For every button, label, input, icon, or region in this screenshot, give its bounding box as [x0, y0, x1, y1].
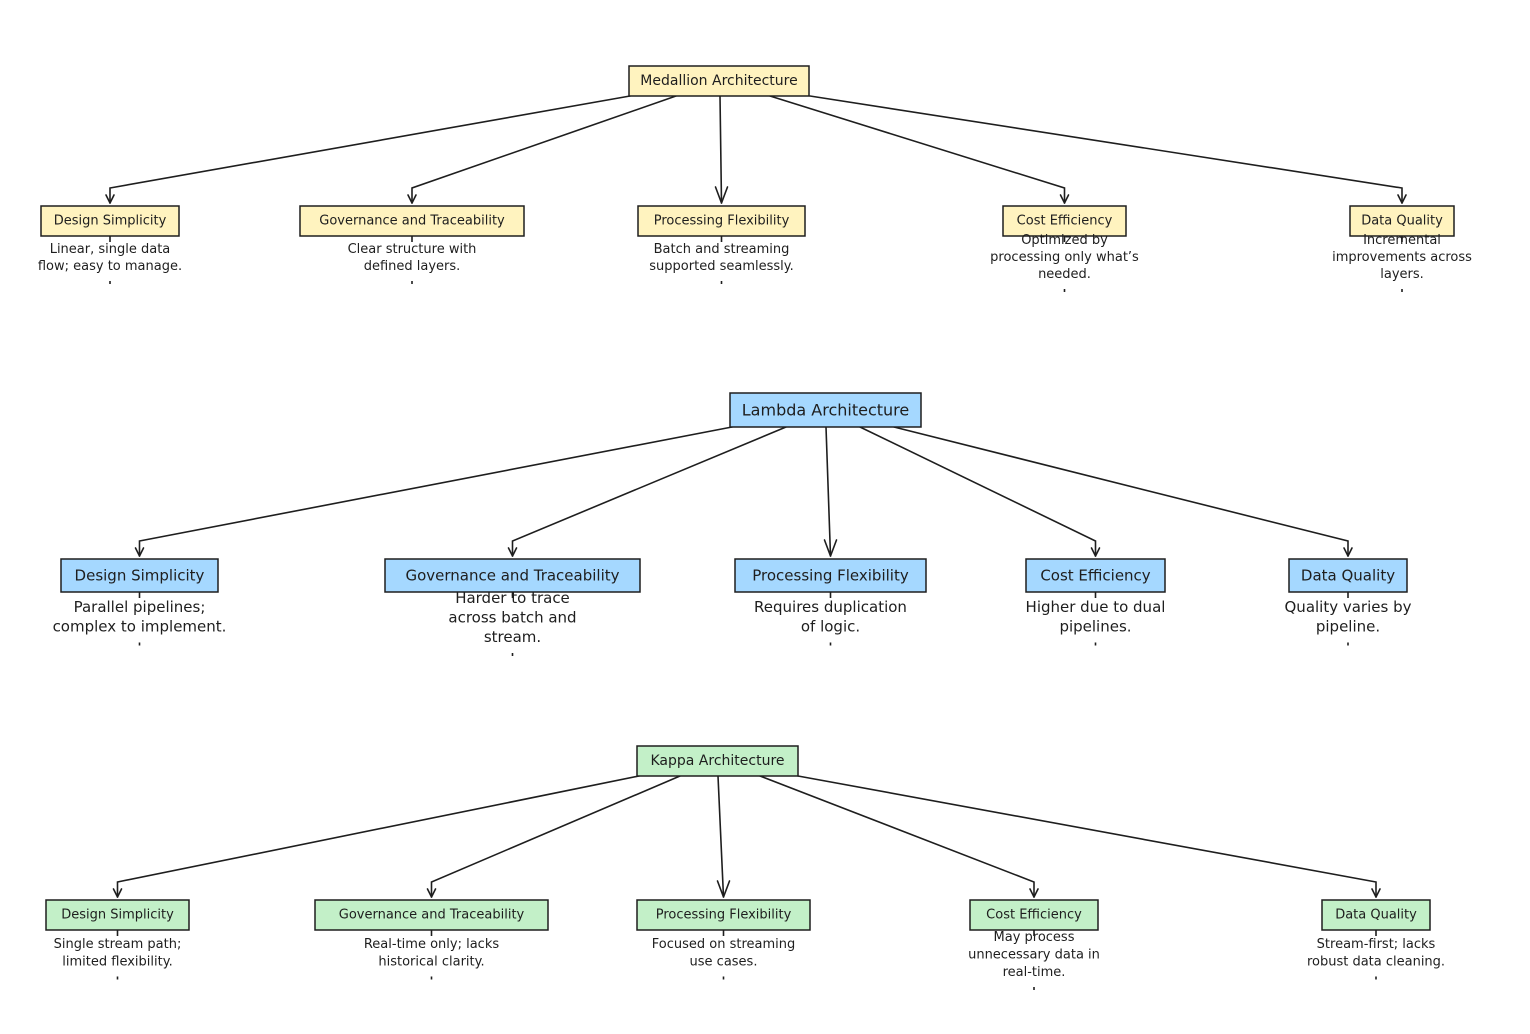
connector-arrow	[430, 775, 681, 898]
arrowhead	[1059, 194, 1070, 204]
arrowhead	[105, 194, 115, 204]
arrowhead	[1371, 888, 1381, 898]
medallion-architecture-title: Medallion Architecture	[640, 73, 797, 89]
kappa-architecture-processing-flexibility-node	[636, 899, 811, 931]
kappa-architecture-data-quality-node	[1321, 899, 1431, 931]
arrowhead	[112, 888, 123, 898]
medallion-architecture-processing-flexibility-node	[637, 205, 806, 237]
arrowhead	[1397, 194, 1407, 204]
lambda-architecture-title: Lambda Architecture	[742, 401, 909, 420]
lambda-architecture-cost-efficiency-label: Cost Efficiency	[1040, 567, 1150, 585]
connector-arrow	[717, 775, 725, 898]
medallion-architecture-design-simplicity-node	[40, 205, 180, 237]
kappa-architecture-governance-and-traceability-label: Governance and Traceability	[339, 908, 525, 923]
kappa-architecture-design-simplicity-label: Design Simplicity	[61, 908, 174, 923]
kappa-architecture-cost-efficiency-node	[969, 899, 1099, 931]
arrowhead	[716, 880, 731, 898]
medallion-architecture-processing-flexibility-label: Processing Flexibility	[654, 214, 790, 229]
connector-arrow	[109, 95, 631, 204]
connector-arrow	[411, 95, 677, 204]
arrowhead	[1029, 888, 1039, 898]
lambda-architecture-governance-and-traceability-label: Governance and Traceability	[405, 567, 619, 585]
lambda-architecture-design-simplicity-description: Parallel pipelines;complex to implement.	[53, 598, 227, 636]
kappa-architecture-cost-efficiency-label: Cost Efficiency	[986, 908, 1082, 923]
arrowhead	[823, 539, 838, 557]
connector-arrow	[859, 426, 1097, 557]
kappa-architecture-design-simplicity-description: Single stream path;limited flexibility.	[54, 937, 182, 970]
medallion-architecture-governance-and-traceability-node	[299, 205, 525, 237]
connector-arrow	[759, 775, 1035, 898]
connector-arrow	[138, 426, 733, 557]
arrowhead	[714, 186, 729, 204]
connector-arrow	[116, 775, 640, 898]
lambda-architecture-governance-and-traceability-node	[384, 558, 641, 593]
medallion-architecture-governance-and-traceability-label: Governance and Traceability	[319, 214, 505, 229]
connector-arrow	[797, 775, 1377, 898]
kappa-architecture-design-simplicity-node	[45, 899, 190, 931]
arrowhead	[407, 194, 417, 204]
connector-arrow	[893, 426, 1349, 557]
arrowhead	[1090, 547, 1101, 557]
lambda-architecture-data-quality-label: Data Quality	[1301, 567, 1395, 585]
lambda-architecture-design-simplicity-node	[60, 558, 219, 593]
kappa-architecture-processing-flexibility-label: Processing Flexibility	[656, 908, 792, 923]
connector-arrow	[511, 426, 787, 557]
kappa-architecture-node	[636, 745, 799, 777]
kappa-architecture-governance-and-traceability-node	[314, 899, 549, 931]
lambda-architecture-design-simplicity-label: Design Simplicity	[75, 567, 205, 585]
medallion-architecture-design-simplicity-label: Design Simplicity	[54, 214, 167, 229]
connector-arrow	[809, 95, 1403, 204]
lambda-architecture-data-quality-node	[1288, 558, 1408, 593]
lambda-architecture-processing-flexibility-label: Processing Flexibility	[752, 567, 909, 585]
medallion-architecture-node	[628, 65, 810, 97]
connector-arrow	[825, 426, 832, 557]
kappa-architecture-data-quality-label: Data Quality	[1335, 908, 1417, 923]
connector-arrow	[719, 95, 723, 204]
lambda-architecture-node	[729, 392, 922, 428]
arrowhead	[1343, 547, 1353, 557]
medallion-architecture-data-quality-label: Data Quality	[1361, 214, 1443, 229]
arrowhead	[507, 547, 518, 557]
arrowhead	[426, 888, 437, 898]
arrowhead	[134, 547, 145, 557]
medallion-architecture-cost-efficiency-label: Cost Efficiency	[1017, 214, 1113, 229]
medallion-architecture-data-quality-node	[1349, 205, 1455, 237]
kappa-architecture-title: Kappa Architecture	[650, 753, 784, 769]
connector-arrow	[769, 95, 1066, 204]
